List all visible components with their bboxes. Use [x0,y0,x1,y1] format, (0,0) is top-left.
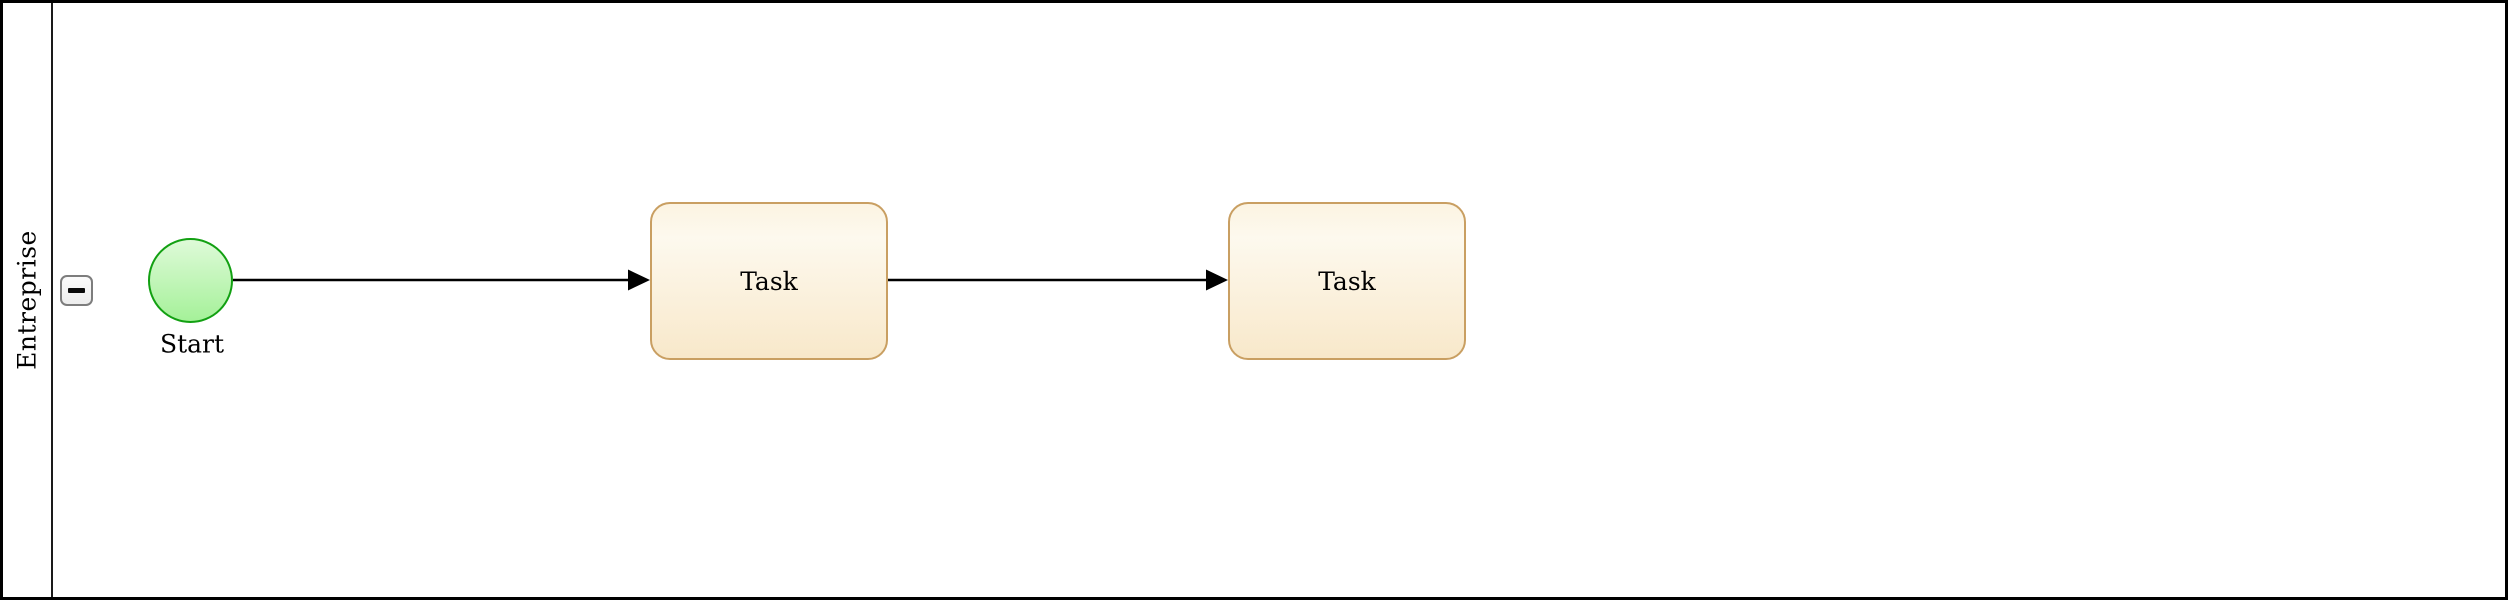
task-2[interactable]: Task [1228,202,1466,360]
sequence-flow-start-to-task1[interactable] [233,269,650,291]
task-2-label: Task [1318,266,1376,296]
minus-icon [68,288,85,293]
start-event-circle[interactable] [148,238,233,323]
task-1-label: Task [740,266,798,296]
lane-collapse-button[interactable] [60,275,93,306]
lane-label: Entreprise [12,230,42,370]
sequence-flow-task1-to-task2[interactable] [888,269,1228,291]
start-event-label: Start [159,329,225,359]
task-1[interactable]: Task [650,202,888,360]
lane-header-divider [51,3,53,597]
